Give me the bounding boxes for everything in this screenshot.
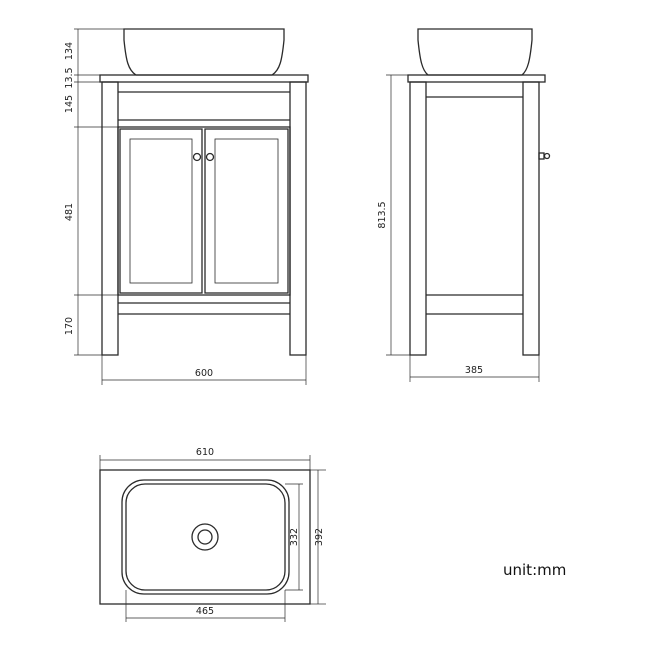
dim-basin-height: 134 [64, 42, 75, 60]
side-knob [538, 152, 545, 160]
dim-top-width: 610 [196, 447, 214, 458]
front-door-frame [117, 126, 291, 296]
side-basin [417, 28, 533, 76]
front-width-dimension [101, 355, 307, 385]
top-countertop-outline [99, 469, 311, 605]
front-left-leg [101, 81, 119, 356]
dim-basin-depth: 332 [289, 528, 300, 546]
dim-door-height: 481 [64, 203, 75, 221]
right-door [204, 128, 289, 294]
front-countertop [99, 74, 309, 83]
side-countertop [407, 74, 546, 83]
side-depth-dimension [409, 355, 540, 382]
top-view [99, 469, 311, 605]
side-front-leg [409, 81, 427, 356]
dim-upper-rail: 145 [64, 95, 75, 113]
unit-label: unit:mm [503, 561, 567, 579]
left-knob [192, 152, 202, 162]
front-height-dimensions [74, 28, 124, 356]
drain-outer [191, 523, 219, 551]
basin-outer-rim [121, 479, 290, 595]
side-view [407, 28, 551, 356]
dim-bottom-gap: 170 [64, 317, 75, 335]
dim-top-depth: 392 [314, 528, 325, 546]
right-knob [205, 152, 215, 162]
front-right-leg [289, 81, 307, 356]
drain-inner [197, 529, 213, 545]
left-door [119, 128, 203, 294]
basin-inner-rim [125, 483, 286, 591]
dim-side-depth: 385 [465, 365, 483, 376]
dim-top-thickness: 13.5 [64, 67, 75, 88]
front-view [99, 28, 309, 356]
basin-depth-dimension [285, 483, 303, 591]
dim-front-width: 600 [195, 368, 213, 379]
top-width-dimension [99, 455, 311, 470]
dim-total-height: 813.5 [377, 201, 388, 228]
top-depth-dimension [310, 469, 326, 605]
dim-basin-width: 465 [196, 606, 214, 617]
side-height-dimension [386, 74, 410, 356]
front-basin [123, 28, 285, 76]
side-back-leg [522, 81, 540, 356]
basin-width-dimension [125, 590, 286, 622]
